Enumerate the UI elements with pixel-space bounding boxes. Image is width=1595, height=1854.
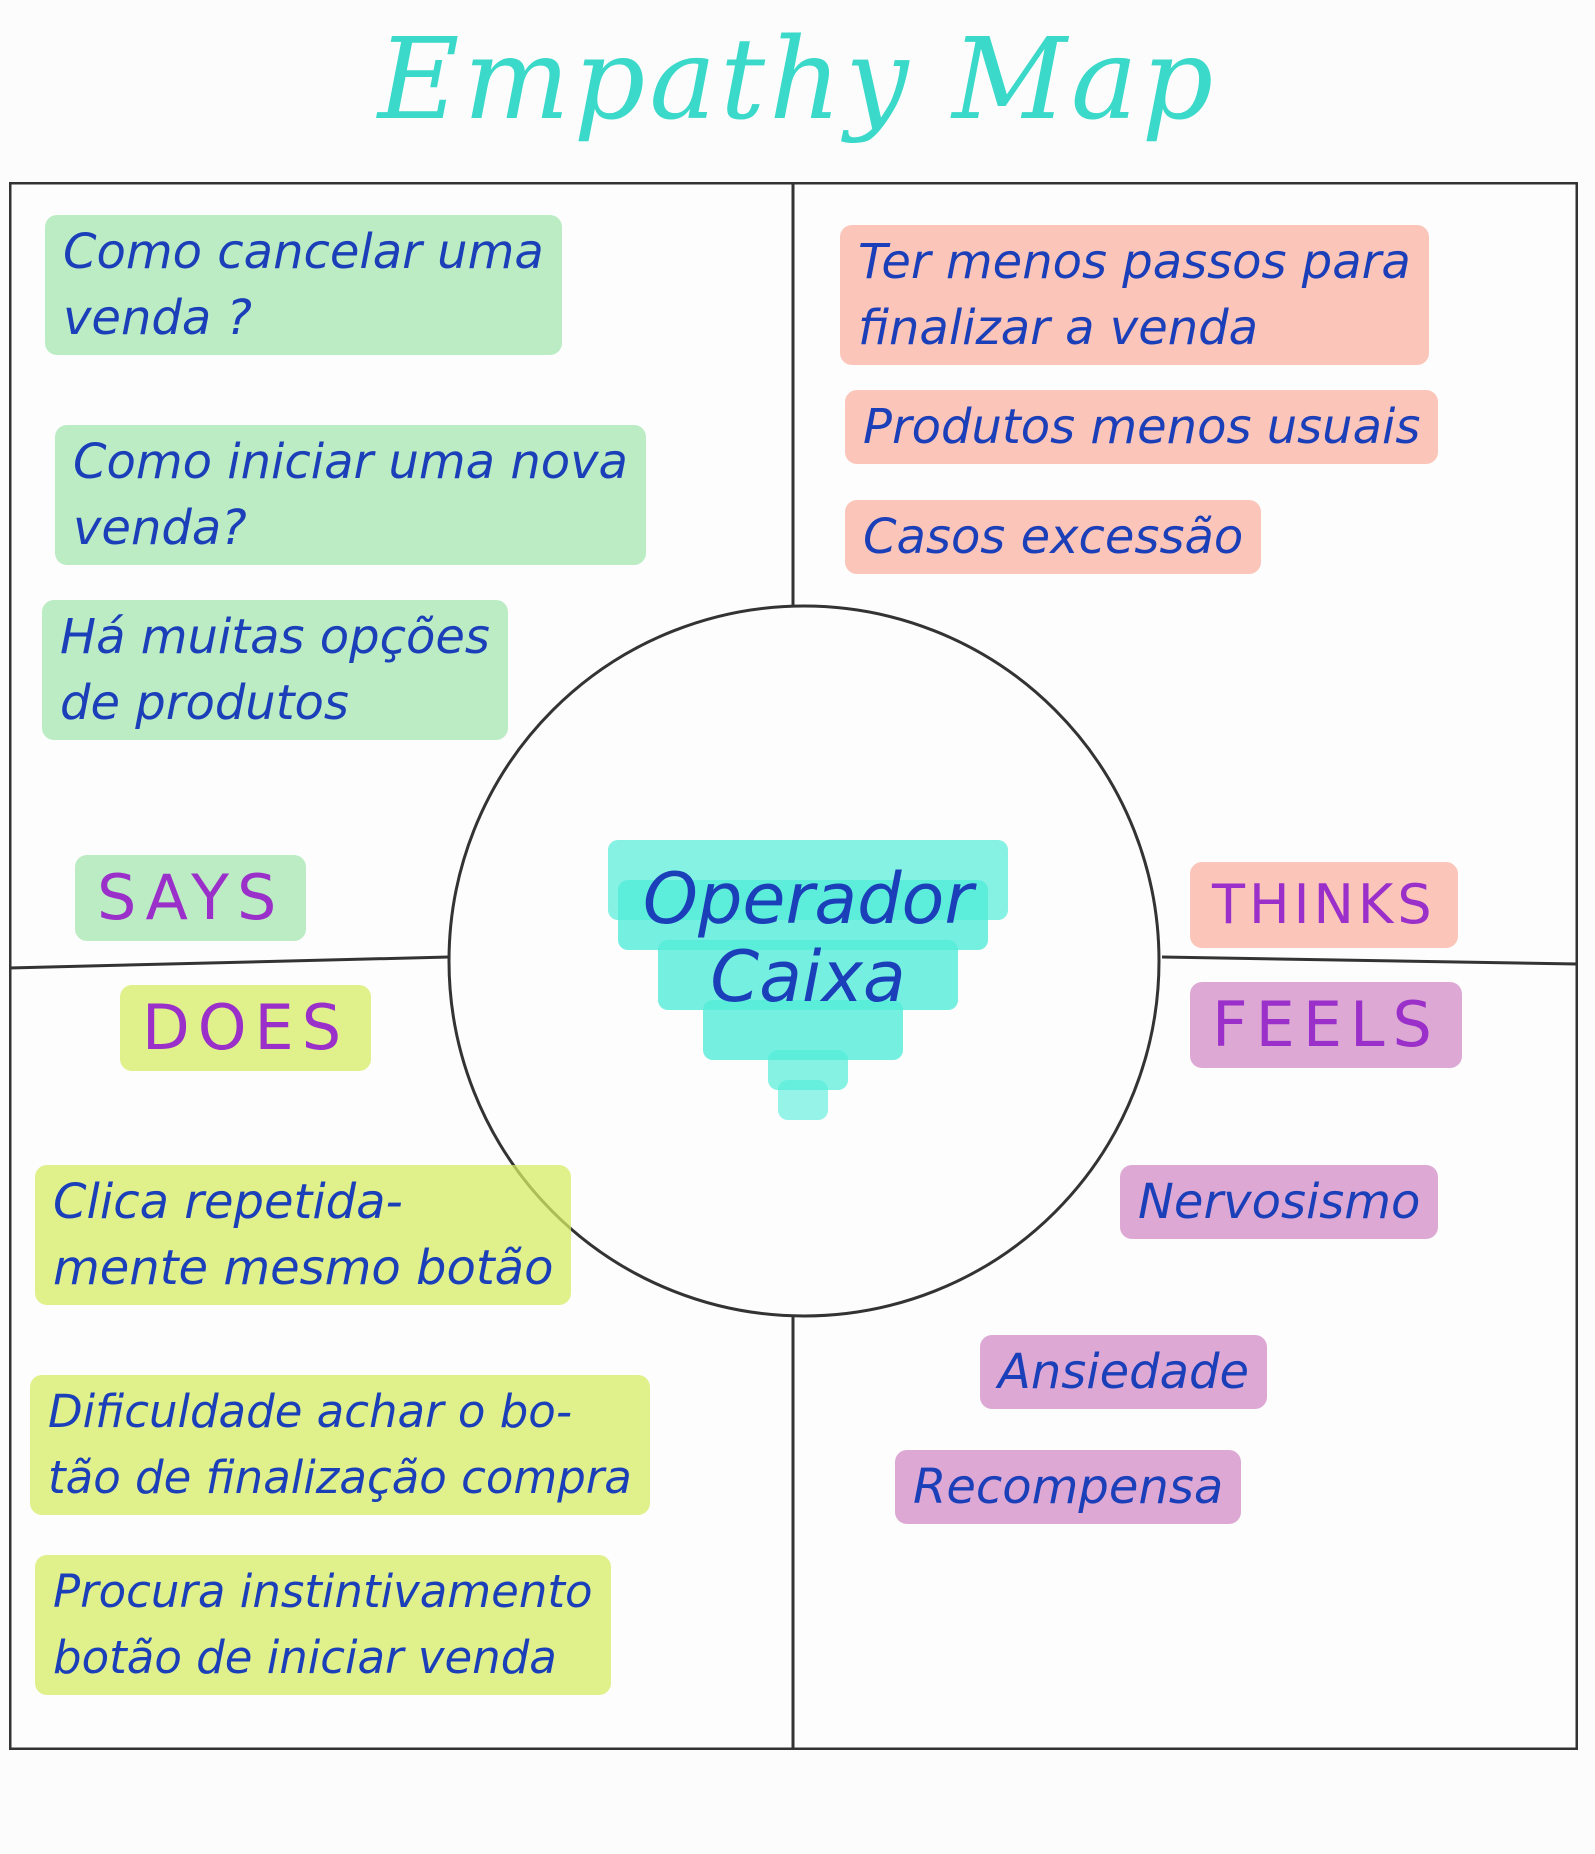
feels-note-2-line1: Ansiedade: [998, 1344, 1250, 1400]
says-note-2-line1: Como iniciar uma nova: [73, 434, 628, 490]
thinks-note-2-line1: Produtos menos usuais: [863, 399, 1421, 455]
does-heading: DOES: [120, 985, 372, 1071]
says-note-2: Como iniciar uma nova venda?: [55, 425, 646, 565]
feels-heading: FEELS: [1190, 982, 1462, 1068]
thinks-note-3: Casos excessão: [845, 500, 1262, 574]
persona-line2: Caixa: [710, 936, 906, 1018]
says-note-3-line1: Há muitas opções: [60, 609, 490, 665]
does-note-2: Dificuldade achar o bo- tão de finalizaç…: [30, 1375, 650, 1515]
thinks-heading: THINKS: [1190, 862, 1458, 948]
thinks-note-1-line2: finalizar a venda: [858, 300, 1259, 356]
thinks-note-3-line1: Casos excessão: [863, 509, 1244, 565]
thinks-note-2: Produtos menos usuais: [845, 390, 1439, 464]
says-note-2-line2: venda?: [73, 500, 247, 556]
thinks-note-1: Ter menos passos para finalizar a venda: [840, 225, 1429, 365]
does-note-1-line2: mente mesmo botão: [53, 1240, 554, 1296]
says-note-1: Como cancelar uma venda ?: [45, 215, 562, 355]
does-note-1-line1: Clica repetida-: [53, 1174, 403, 1230]
does-note-1: Clica repetida- mente mesmo botão: [35, 1165, 572, 1305]
map-title: Empathy Map: [377, 15, 1218, 145]
thinks-note-1-line1: Ter menos passos para: [858, 234, 1411, 290]
does-note-3: Procura instintivamento botão de iniciar…: [35, 1555, 611, 1695]
divider-right: [1161, 955, 1578, 966]
feels-note-3-line1: Recompensa: [913, 1459, 1224, 1515]
feels-note-2: Ansiedade: [980, 1335, 1268, 1409]
does-note-2-line2: tão de finalização compra: [48, 1451, 632, 1504]
persona-text: Operador Caixa: [608, 860, 1008, 1016]
feels-note-1-line1: Nervosismo: [1138, 1174, 1421, 1230]
says-note-3: Há muitas opções de produtos: [42, 600, 508, 740]
does-note-2-line1: Dificuldade achar o bo-: [48, 1385, 573, 1438]
says-note-1-line1: Como cancelar uma: [63, 224, 544, 280]
says-note-3-line2: de produtos: [60, 675, 349, 731]
does-note-3-line2: botão de iniciar venda: [53, 1631, 557, 1684]
says-heading: SAYS: [75, 855, 307, 941]
divider-left: [9, 955, 450, 970]
persona-highlight: [608, 840, 1008, 1120]
does-note-3-line1: Procura instintivamento: [53, 1565, 593, 1618]
feels-note-3: Recompensa: [895, 1450, 1242, 1524]
says-note-1-line2: venda ?: [63, 290, 252, 346]
persona-line1: Operador: [642, 858, 974, 940]
persona-label: Operador Caixa: [608, 840, 1008, 1140]
feels-note-1: Nervosismo: [1120, 1165, 1439, 1239]
